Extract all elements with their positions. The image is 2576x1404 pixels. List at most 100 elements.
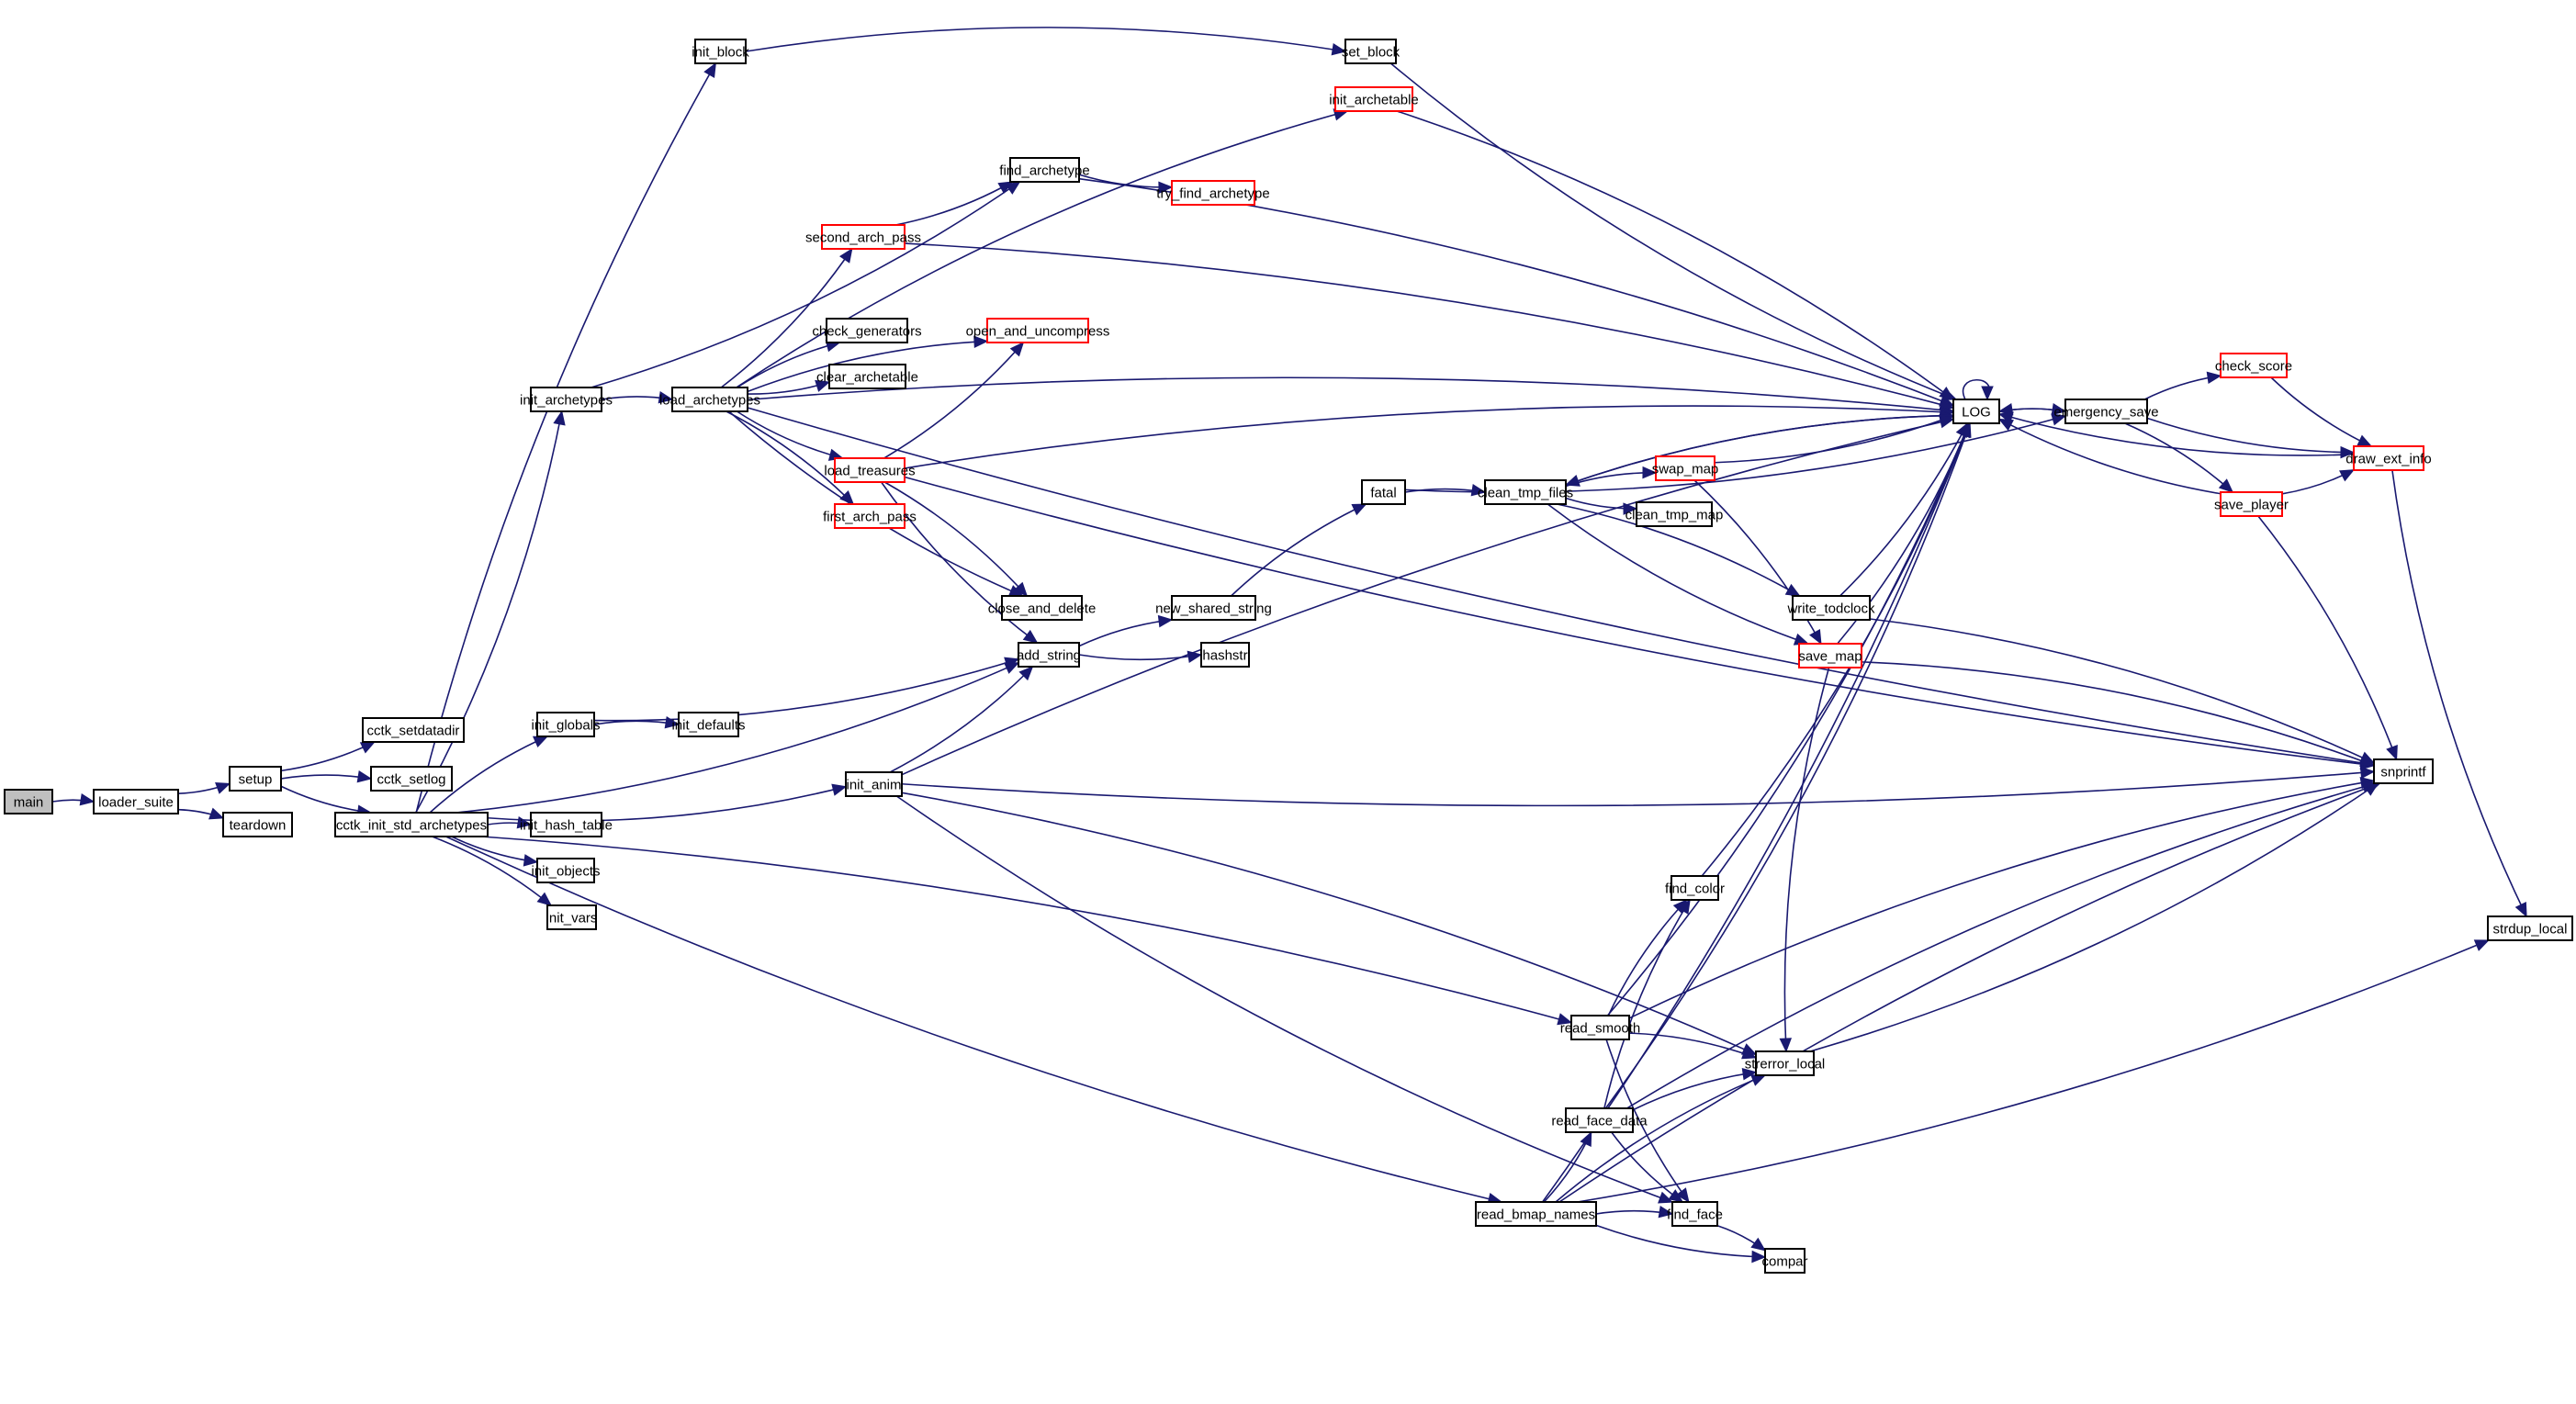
- arrowhead-icon: [208, 807, 225, 820]
- call-edge-cctk_init_std_archetypes-to-init_archetypes: [415, 410, 563, 814]
- node-read_face_data[interactable]: read_face_data: [1551, 1107, 1648, 1133]
- node-clear_archetable[interactable]: clear_archetable: [816, 364, 918, 389]
- call-edge-load_treasures-to-open_and_uncompress: [883, 342, 1024, 459]
- arrowhead-icon: [356, 770, 373, 783]
- node-init_defaults[interactable]: init_defaults: [671, 712, 746, 737]
- node-box: [1671, 1201, 1718, 1227]
- node-try_find_archetype[interactable]: try_find_archetype: [1156, 180, 1270, 206]
- node-open_and_uncompress[interactable]: open_and_uncompress: [966, 318, 1110, 343]
- node-init_objects[interactable]: init_objects: [531, 858, 601, 883]
- call-edge-strerror_local-to-snprintf: [1809, 782, 2379, 1052]
- call-edge-load_treasures-to-close_and_delete: [883, 481, 1028, 597]
- node-label: second_arch_pass: [805, 230, 921, 246]
- call-edge-clean_tmp_files-to-save_map: [1547, 503, 1809, 645]
- call-edge-read_face_data-to-strerror_local: [1632, 1071, 1757, 1111]
- node-load_treasures[interactable]: load_treasures: [824, 457, 916, 483]
- node-label: main: [14, 795, 44, 811]
- node-setup[interactable]: setup: [229, 766, 282, 792]
- node-label: init_hash_table: [520, 818, 613, 834]
- call-edge-read_bmap_names-to-compar: [1595, 1224, 1766, 1258]
- node-box: [1798, 643, 1862, 668]
- arrowhead-icon: [359, 741, 376, 754]
- node-box: [530, 812, 602, 837]
- call-edge-write_todclock-to-snprintf: [1869, 618, 2375, 764]
- node-find_color[interactable]: find_color: [1665, 875, 1725, 901]
- node-cctk_setdatadir[interactable]: cctk_setdatadir: [362, 717, 465, 743]
- node-check_generators[interactable]: check_generators: [812, 318, 922, 343]
- call-edge-swap_map-to-save_map: [1693, 479, 1822, 645]
- node-box: [334, 812, 489, 837]
- node-cctk_init_std_archetypes[interactable]: cctk_init_std_archetypes: [334, 812, 489, 837]
- node-loader_suite[interactable]: loader_suite: [93, 789, 179, 814]
- node-strerror_local[interactable]: strerror_local: [1745, 1050, 1826, 1076]
- node-label: compar: [1761, 1254, 1807, 1270]
- arrowhead-icon: [1668, 1189, 1684, 1203]
- node-snprintf[interactable]: snprintf: [2373, 758, 2434, 784]
- call-edge-read_face_data-to-snprintf: [1626, 782, 2377, 1109]
- node-init_block[interactable]: init_block: [692, 39, 749, 64]
- arrowhead-icon: [2514, 902, 2527, 918]
- node-init_archetable[interactable]: init_archetable: [1329, 86, 1419, 112]
- node-hashstr[interactable]: hashstr: [1200, 642, 1250, 668]
- node-main[interactable]: main: [4, 789, 53, 814]
- node-box: [2373, 758, 2434, 784]
- node-find_archetype[interactable]: find_archetype: [999, 157, 1090, 183]
- node-draw_ext_info[interactable]: draw_ext_info: [2345, 445, 2432, 471]
- node-close_and_delete[interactable]: close_and_delete: [988, 595, 1097, 621]
- node-label: emergency_save: [2053, 405, 2158, 421]
- call-edge-init_archetable-to-LOG: [1396, 110, 1954, 400]
- call-edge-init_anim-to-find_face: [895, 795, 1673, 1203]
- node-save_map[interactable]: save_map: [1798, 643, 1862, 668]
- node-init_hash_table[interactable]: init_hash_table: [520, 812, 613, 837]
- node-new_shared_string[interactable]: new_shared_string: [1155, 595, 1272, 621]
- node-clean_tmp_map[interactable]: clean_tmp_map: [1625, 501, 1724, 527]
- node-emergency_save[interactable]: emergency_save: [2053, 399, 2159, 424]
- node-compar[interactable]: compar: [1761, 1248, 1808, 1274]
- node-second_arch_pass[interactable]: second_arch_pass: [805, 224, 921, 250]
- call-edge-init_anim-to-add_string: [889, 666, 1034, 773]
- node-label: write_todclock: [1786, 601, 1875, 617]
- node-write_todclock[interactable]: write_todclock: [1786, 595, 1875, 621]
- node-label: loader_suite: [98, 795, 174, 811]
- call-edge-draw_ext_info-to-LOG: [1998, 413, 2355, 456]
- node-strdup_local[interactable]: strdup_local: [2487, 915, 2573, 941]
- node-cctk_setlog[interactable]: cctk_setlog: [370, 766, 453, 792]
- arrowhead-icon: [2359, 755, 2376, 767]
- arrowhead-icon: [1741, 1067, 1758, 1081]
- arrowhead-icon: [532, 736, 549, 748]
- node-load_archetypes[interactable]: load_archetypes: [659, 387, 760, 412]
- arrowhead-icon: [1658, 1191, 1674, 1204]
- call-edge-load_archetypes-to-open_and_uncompress: [747, 340, 988, 393]
- node-swap_map[interactable]: swap_map: [1652, 455, 1719, 481]
- arrowhead-icon: [1004, 657, 1020, 669]
- node-add_string[interactable]: add_string: [1017, 642, 1081, 668]
- node-init_globals[interactable]: init_globals: [531, 712, 601, 737]
- node-label: init_archetypes: [520, 393, 613, 409]
- call-edge-init_anim-to-LOG: [901, 418, 1954, 776]
- node-first_arch_pass[interactable]: first_arch_pass: [823, 503, 917, 529]
- arrowhead-icon: [1557, 1013, 1573, 1026]
- node-find_face[interactable]: find_face: [1667, 1201, 1723, 1227]
- node-save_player[interactable]: save_player: [2214, 491, 2289, 517]
- call-edge-load_archetypes-to-LOG: [747, 376, 1954, 412]
- arrowhead-icon: [1022, 629, 1039, 644]
- node-set_block[interactable]: set_block: [1342, 39, 1400, 64]
- node-init_archetypes[interactable]: init_archetypes: [520, 387, 613, 412]
- call-edge-init_anim-to-snprintf: [901, 770, 2375, 807]
- node-LOG[interactable]: LOG: [1952, 399, 2000, 424]
- node-label: strerror_local: [1745, 1057, 1826, 1073]
- node-read_bmap_names[interactable]: read_bmap_names: [1475, 1201, 1597, 1227]
- node-init_anim[interactable]: init_anim: [845, 771, 903, 797]
- arrowhead-icon: [536, 892, 553, 906]
- node-teardown[interactable]: teardown: [222, 812, 293, 837]
- node-label: cctk_init_std_archetypes: [336, 818, 487, 834]
- node-clean_tmp_files[interactable]: clean_tmp_files: [1478, 479, 1573, 505]
- node-init_vars[interactable]: init_vars: [546, 904, 598, 930]
- node-box: [530, 387, 602, 412]
- call-edge-check_score-to-draw_ext_info: [2270, 376, 2372, 447]
- node-check_score[interactable]: check_score: [2215, 353, 2292, 378]
- node-fatal[interactable]: fatal: [1361, 479, 1406, 505]
- node-read_smooth[interactable]: read_smooth: [1560, 1015, 1641, 1040]
- node-box: [362, 717, 465, 743]
- arrowhead-icon: [1741, 1047, 1758, 1060]
